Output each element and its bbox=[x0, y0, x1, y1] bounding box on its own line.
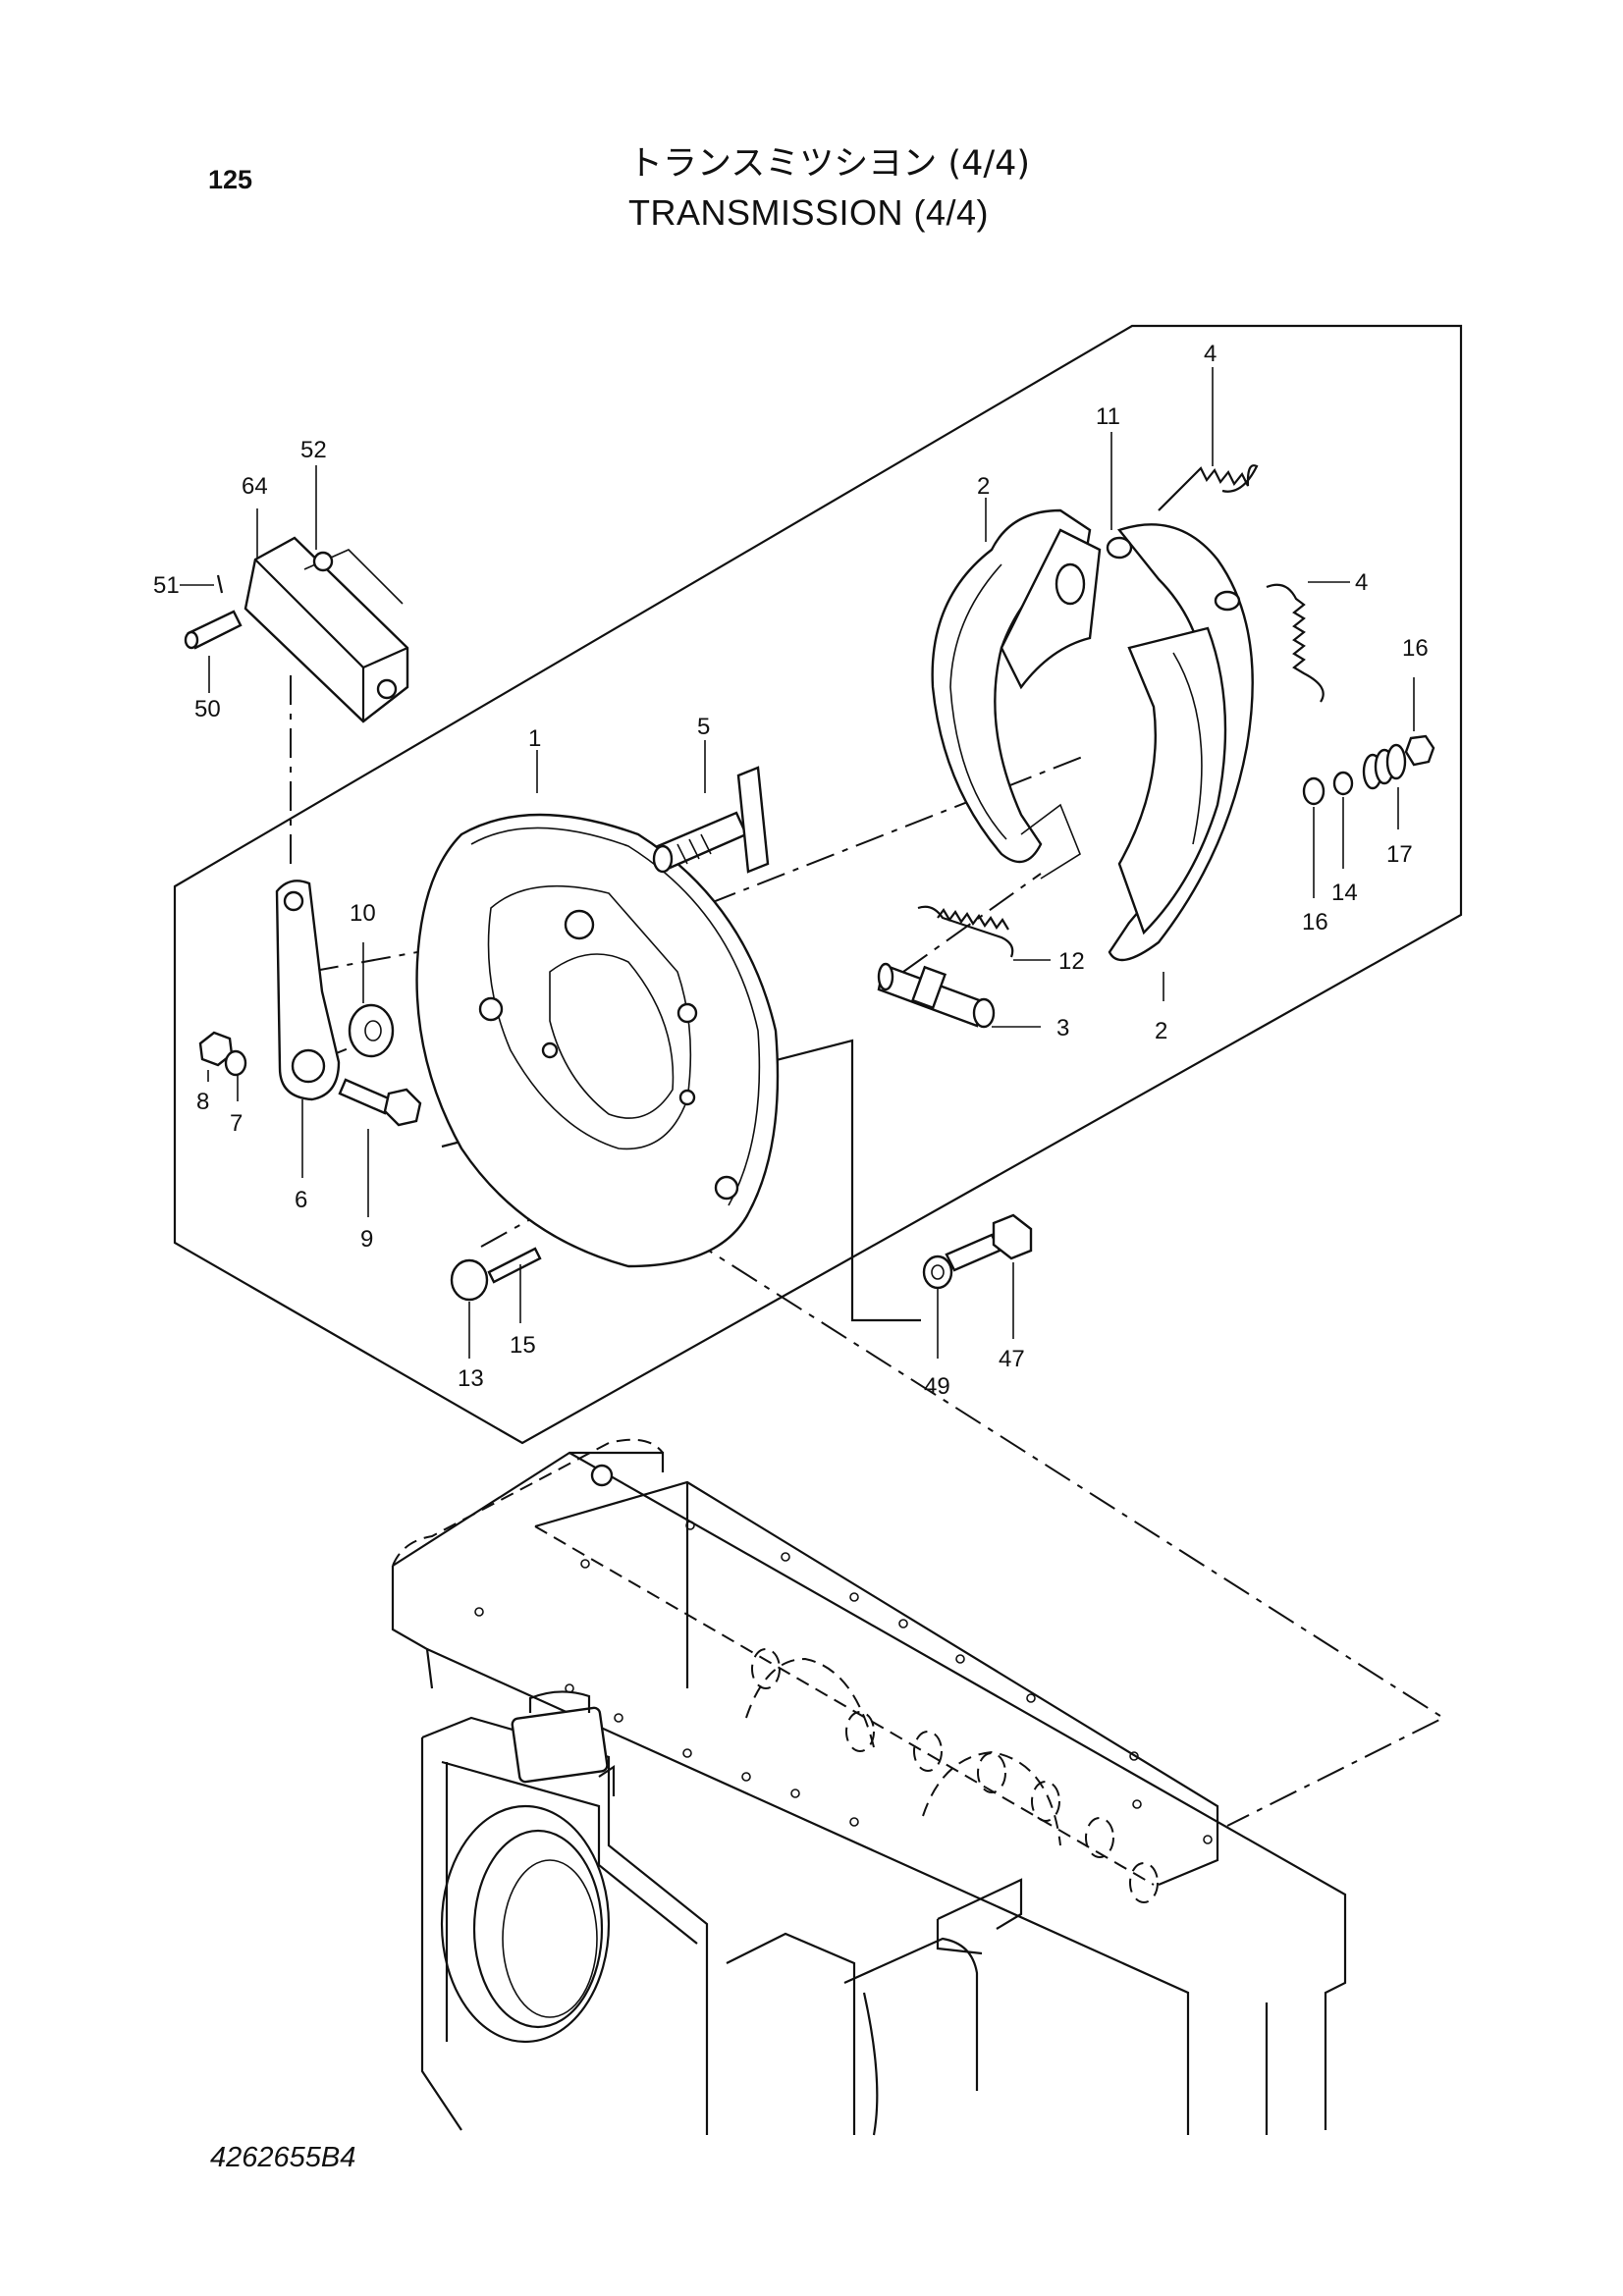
cap-16-upper bbox=[1404, 734, 1435, 767]
callout-11: 11 bbox=[1096, 403, 1120, 430]
callout-15: 15 bbox=[510, 1332, 536, 1359]
callout-3: 3 bbox=[1056, 1015, 1069, 1041]
callout-47: 47 bbox=[999, 1346, 1025, 1372]
callout-12: 12 bbox=[1058, 948, 1085, 975]
pin-15 bbox=[487, 1247, 542, 1284]
brake-shoe-2-right bbox=[1108, 523, 1254, 962]
callout-2-upper: 2 bbox=[977, 473, 990, 500]
nut-52 bbox=[312, 551, 334, 572]
callout-16-upper: 16 bbox=[1402, 635, 1429, 662]
callout-5: 5 bbox=[697, 714, 710, 740]
bolt-9 bbox=[338, 1078, 422, 1127]
washer-49 bbox=[922, 1255, 953, 1290]
bolt-47 bbox=[945, 1213, 1033, 1272]
assembly-boundary bbox=[173, 324, 1463, 1445]
title-japanese: トランスミツシヨン (4/4) bbox=[628, 144, 1031, 184]
callout-14: 14 bbox=[1331, 880, 1358, 906]
center-axis bbox=[902, 873, 1042, 973]
transmission-case bbox=[391, 1438, 1347, 2136]
spring-12 bbox=[917, 905, 1014, 958]
center-axis bbox=[686, 1236, 1446, 1827]
cam-shaft-5 bbox=[652, 766, 770, 874]
arm-6 bbox=[275, 880, 341, 1101]
spring-17 bbox=[1362, 743, 1407, 790]
cotter-pin-51 bbox=[216, 574, 224, 594]
callout-6: 6 bbox=[295, 1187, 307, 1213]
callout-8: 8 bbox=[196, 1089, 209, 1115]
callout-52: 52 bbox=[300, 437, 327, 463]
callout-17: 17 bbox=[1386, 841, 1413, 868]
leader-lines bbox=[180, 367, 1415, 1359]
washer-16-lower bbox=[1302, 776, 1325, 806]
callout-10: 10 bbox=[350, 900, 376, 927]
adjuster-3 bbox=[877, 962, 996, 1029]
callout-7: 7 bbox=[230, 1110, 243, 1137]
brake-shoe-2-left bbox=[931, 508, 1102, 880]
ring-11 bbox=[1106, 536, 1133, 560]
callout-4-upper: 4 bbox=[1204, 341, 1217, 367]
washer-7 bbox=[224, 1049, 247, 1077]
callout-2-lower: 2 bbox=[1155, 1018, 1167, 1044]
callout-9: 9 bbox=[360, 1226, 373, 1253]
washer-14 bbox=[1332, 771, 1354, 796]
callout-1: 1 bbox=[528, 725, 541, 752]
callout-13: 13 bbox=[458, 1365, 484, 1392]
plug-13 bbox=[450, 1258, 489, 1302]
callout-51: 51 bbox=[153, 572, 180, 599]
drawing-code: 4262655B4 bbox=[210, 2142, 356, 2173]
callout-49: 49 bbox=[924, 1373, 950, 1400]
callout-16-lower: 16 bbox=[1302, 909, 1328, 935]
callout-50: 50 bbox=[194, 696, 221, 722]
callout-4-side: 4 bbox=[1355, 569, 1368, 596]
spring-4-upper bbox=[1158, 464, 1259, 511]
callout-labels: 1 2 2 3 4 4 5 6 7 8 9 10 11 12 13 14 15 … bbox=[153, 341, 1429, 1400]
washer-10 bbox=[348, 1003, 395, 1058]
page-number: 125 bbox=[208, 165, 253, 194]
title-english: TRANSMISSION (4/4) bbox=[628, 192, 990, 233]
spring-4-side bbox=[1266, 583, 1325, 703]
callout-64: 64 bbox=[242, 473, 268, 500]
brake-plate-1 bbox=[415, 813, 780, 1268]
